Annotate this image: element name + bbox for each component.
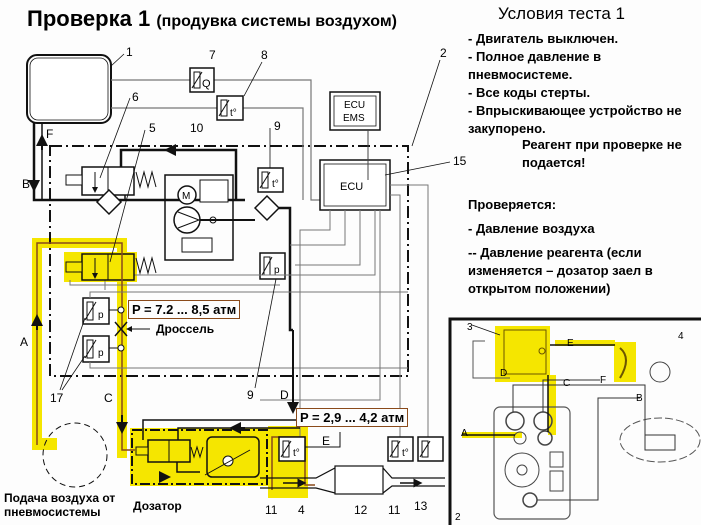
photo-label-b: B [636, 393, 643, 404]
line-label-d: D [280, 388, 289, 402]
callout-8: 8 [261, 48, 268, 62]
filter-1 [95, 188, 123, 216]
svg-text:ECU: ECU [340, 181, 363, 193]
reagent-note: Реагент при проверке не подается! [522, 137, 682, 170]
sensor-17-a: p [82, 297, 110, 325]
throttle-label: Дроссель [156, 322, 215, 336]
callout-12: 12 [354, 503, 368, 517]
svg-text:t°: t° [402, 448, 409, 459]
title-sub: (продувка системы воздухом) [156, 13, 398, 30]
line-label-c: C [104, 391, 113, 405]
system-boundary [49, 145, 409, 377]
sensor-8-temp: t° [216, 95, 244, 121]
pump-unit-10: M [164, 174, 234, 261]
doser [131, 429, 268, 485]
callout-11b: 11 [388, 503, 401, 517]
check-item: -- Давление реагента (если изменяется – … [468, 245, 653, 296]
ecu-main: ECU [319, 159, 391, 211]
line-b [32, 123, 245, 202]
filter-2 [253, 194, 281, 222]
callout-15: 15 [453, 154, 467, 168]
condition-item: - Двигатель выключен. [468, 31, 619, 46]
motor-label: M [182, 191, 190, 202]
pressure-air-box: P = 7.2 ... 8,5 атм [128, 300, 241, 319]
ecu-ems: ECU EMS [329, 91, 381, 131]
callout-2b: 2 [455, 512, 461, 523]
condition-item: - Все коды стерты. [468, 85, 591, 100]
line-label-f: F [46, 127, 53, 141]
callout-5: 5 [149, 121, 156, 135]
svg-text:t°: t° [293, 448, 300, 459]
callout-9: 9 [274, 119, 281, 133]
callout-1: 1 [126, 45, 133, 59]
photo-label-e: E [567, 338, 574, 349]
catalyst-12 [334, 465, 384, 495]
line-label-b: B [22, 177, 30, 191]
line-label-a: A [20, 335, 28, 349]
callout-4: 4 [298, 503, 305, 517]
line-letters: F B A C D E E D C F B A [20, 127, 643, 448]
svg-text:p: p [98, 348, 104, 359]
flow-label: Q [202, 78, 211, 90]
callout-2: 2 [440, 46, 447, 60]
checks-title: Проверяется: [468, 197, 557, 212]
air-tank [26, 54, 112, 124]
callout-numbers: 1 2 2 3 4 4 5 6 7 8 9 9 10 11 11 12 13 1… [50, 45, 684, 523]
svg-text:EMS: EMS [343, 113, 365, 124]
check-item: - Давление воздуха [468, 221, 595, 236]
temp-label: t° [230, 108, 237, 119]
photo-label-f: F [600, 375, 606, 386]
conditions-list: - Двигатель выключен. - Полное давление … [468, 30, 700, 138]
callout-9b: 9 [247, 388, 254, 402]
svg-text:t°: t° [272, 179, 279, 190]
pressure-reagent-box: P = 2,9 ... 4,2 атм [296, 408, 409, 427]
photo-label-c: C [563, 378, 570, 389]
throttle-symbol [114, 321, 128, 337]
callout-17: 17 [50, 391, 64, 405]
air-supply-label: Подача воздуха от пневмосистемы [4, 491, 116, 519]
callout-6: 6 [132, 90, 139, 104]
callout-leaders [59, 53, 501, 391]
svg-text:p: p [98, 310, 104, 321]
photo-label-d: D [500, 368, 507, 379]
callout-3: 3 [467, 322, 473, 333]
sensor-11-b: t° [387, 436, 414, 462]
svg-text:p: p [274, 265, 280, 276]
callout-7: 7 [209, 48, 216, 62]
air-supply-circle [42, 422, 108, 488]
sensor-11-a: t° [278, 436, 306, 462]
line-label-e: E [322, 434, 330, 448]
title-main: Проверка 1 [27, 6, 151, 31]
conditions-title: Условия теста 1 [498, 4, 625, 23]
doser-label: Дозатор [133, 499, 182, 513]
condition-item: - Впрыскивающее устройство не закупорено… [468, 103, 682, 136]
callout-13: 13 [414, 499, 428, 513]
svg-text:ECU: ECU [344, 100, 365, 111]
sensor-9-temp: t° [257, 167, 284, 193]
checks-block: Проверяется: - Давление воздуха -- Давле… [468, 196, 700, 304]
page-title: Проверка 1 (продувка системы воздухом) [27, 6, 397, 32]
sensor-7-flow: Q [189, 67, 215, 93]
callout-11a: 11 [265, 503, 278, 517]
valve-6 [65, 166, 157, 196]
sensor-17-b: p [82, 335, 110, 363]
sensor-13 [417, 436, 444, 462]
line-a [36, 242, 135, 451]
photo-label-a: A [461, 428, 468, 439]
inset-photo-panel [448, 317, 701, 525]
callout-4b: 4 [678, 331, 684, 342]
condition-item: - Полное давление в пневмосистеме. [468, 49, 602, 82]
callout-10: 10 [190, 121, 204, 135]
valve-5 [65, 253, 157, 281]
